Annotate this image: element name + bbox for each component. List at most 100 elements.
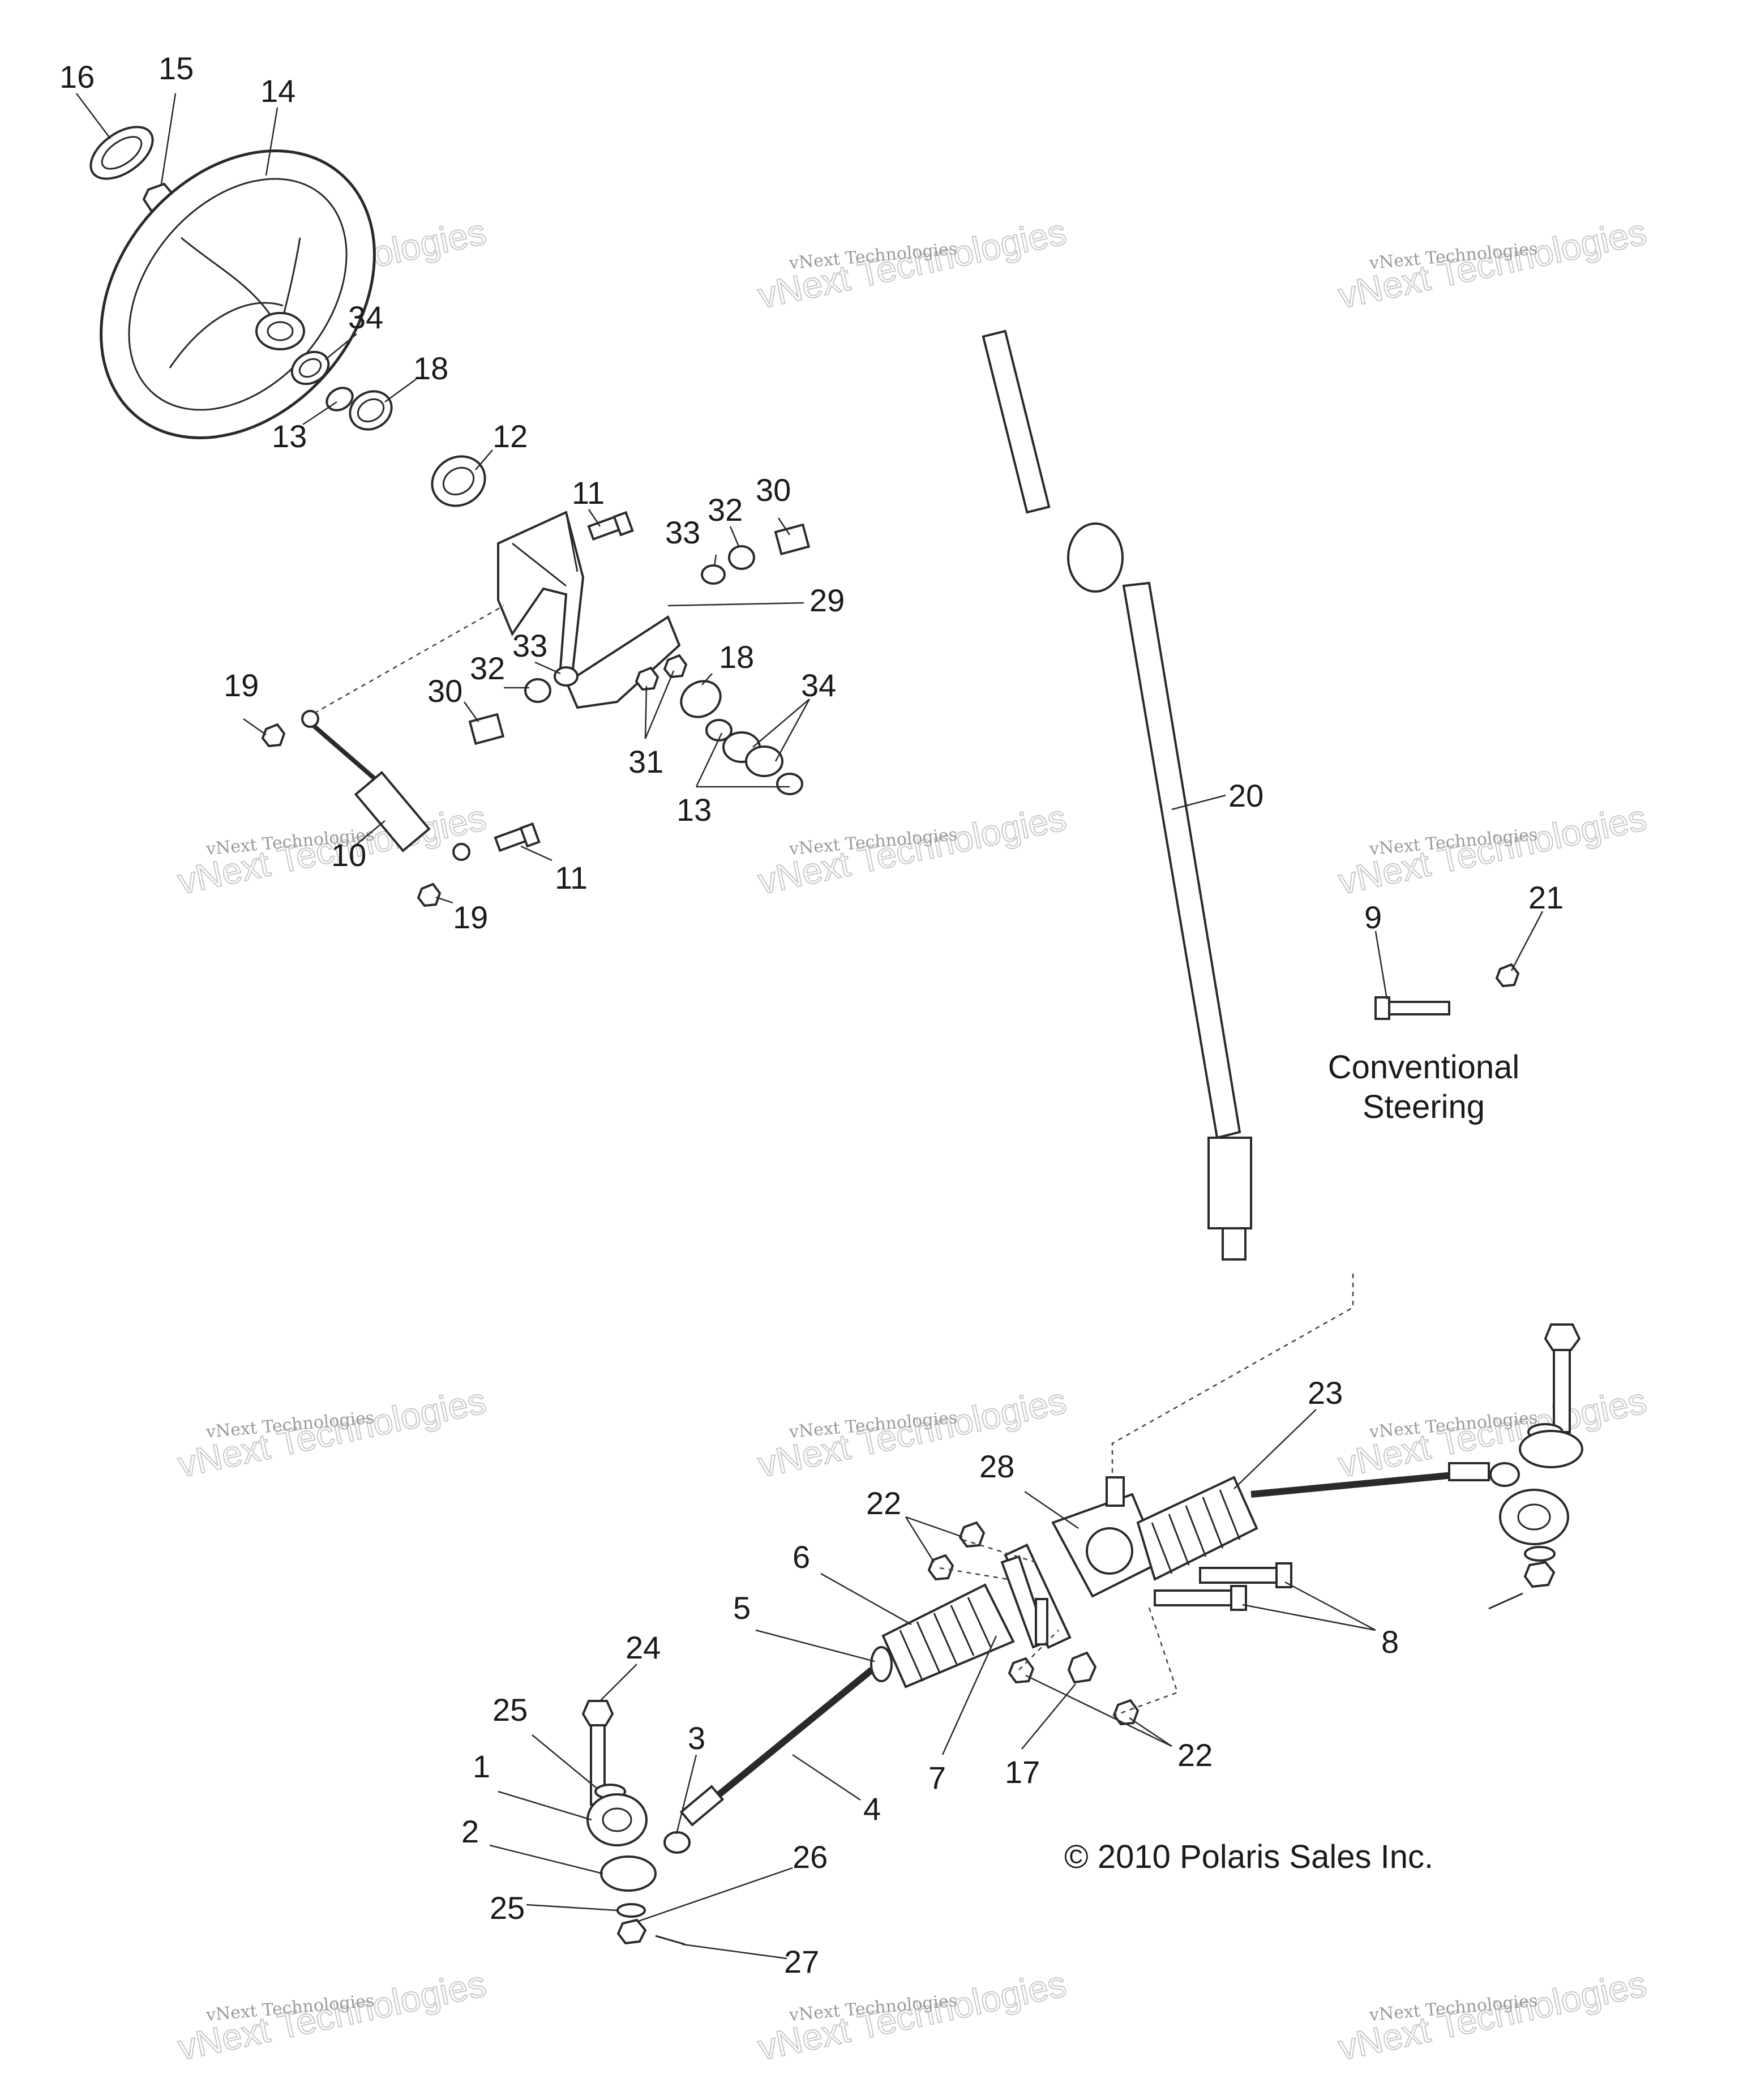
part-nut (1495, 963, 1520, 988)
part-tie-rod (1250, 1462, 1490, 1498)
part-cotter-pin (655, 1935, 686, 1945)
watermark: vNext Technologies vNext Technologies (174, 1379, 490, 1486)
callout-25: 25 (490, 1890, 525, 1926)
part-boot-clamp (870, 1646, 893, 1682)
callout-7: 7 (928, 1760, 946, 1795)
part-cotter-pin (1488, 1592, 1523, 1610)
part-bearing (431, 455, 486, 507)
part-bolt (1544, 1323, 1581, 1433)
callout-labels: 16 15 14 34 18 13 12 11 33 32 30 29 33 3… (59, 50, 1564, 1979)
part-drawings (89, 126, 1583, 1945)
part-gas-strut (301, 710, 470, 861)
part-tie-rod-end (1499, 1430, 1583, 1545)
callout-25: 25 (492, 1692, 528, 1728)
part-nut (1112, 1699, 1140, 1726)
part-washer (745, 745, 783, 777)
callout-14: 14 (260, 73, 295, 109)
callout-20: 20 (1228, 778, 1263, 813)
callout-26: 26 (793, 1839, 828, 1875)
callout-18: 18 (413, 350, 448, 386)
part-tie-rod (679, 1667, 874, 1827)
part-washer (701, 564, 726, 585)
part-nut (261, 723, 286, 748)
watermark: vNext Technologies vNext Technologies (754, 796, 1070, 903)
callout-4: 4 (863, 1791, 881, 1827)
callout-27: 27 (784, 1944, 819, 1979)
part-nut (927, 1554, 954, 1581)
assembly-leader (939, 1538, 1179, 1716)
callout-10: 10 (331, 837, 366, 873)
callout-1: 1 (473, 1748, 490, 1784)
callout-34: 34 (801, 667, 836, 703)
part-tie-rod-end (586, 1793, 657, 1892)
callout-29: 29 (809, 582, 845, 618)
part-bolt (1067, 1651, 1097, 1684)
part-nut (417, 882, 442, 907)
part-washer (1524, 1546, 1556, 1562)
callout-32: 32 (470, 650, 505, 686)
callout-13: 13 (676, 792, 712, 828)
callout-2: 2 (461, 1814, 479, 1849)
callout-22: 22 (866, 1485, 901, 1521)
part-mounting-bracket (1000, 1555, 1049, 1649)
watermarks: vNext Technologies vNext Technologies vN… (174, 211, 1651, 2069)
callout-11: 11 (555, 860, 588, 895)
part-steering-shaft (982, 329, 1252, 1261)
part-nut (1008, 1657, 1035, 1684)
leader-lines (76, 93, 1544, 1960)
callout-16: 16 (59, 59, 95, 95)
part-nut (1523, 1561, 1556, 1588)
callout-15: 15 (159, 50, 194, 86)
callout-13: 13 (272, 418, 307, 454)
part-nut (663, 1831, 691, 1854)
callout-6: 6 (793, 1539, 810, 1575)
part-bushing (680, 680, 722, 718)
callout-31: 31 (628, 744, 663, 779)
watermark: vNext Technologies vNext Technologies (174, 1962, 490, 2069)
part-nut (635, 666, 659, 691)
part-bushing (349, 390, 393, 431)
part-steering-bracket (497, 511, 681, 709)
part-rack-boot (1136, 1476, 1258, 1581)
callout-28: 28 (979, 1448, 1014, 1484)
part-washer (776, 773, 803, 795)
callout-5: 5 (733, 1590, 751, 1626)
part-bolt (774, 523, 811, 556)
watermark: vNext Technologies vNext Technologies (754, 211, 1070, 317)
callout-33: 33 (512, 628, 547, 663)
inset-caption-line-2: Steering (1363, 1088, 1485, 1125)
part-nut (1489, 1462, 1520, 1487)
part-bolt (1199, 1562, 1292, 1588)
callout-3: 3 (688, 1720, 705, 1756)
callout-17: 17 (1005, 1754, 1040, 1790)
callout-30: 30 (756, 472, 791, 508)
callout-32: 32 (708, 492, 743, 528)
copyright-notice: © 2010 Polaris Sales Inc. (1064, 1838, 1433, 1875)
assembly-leader (1111, 1274, 1354, 1483)
part-rack-boot (881, 1583, 1015, 1688)
part-washer (554, 666, 579, 687)
callout-18: 18 (719, 639, 754, 675)
part-bushing (728, 545, 755, 570)
part-bolt (494, 822, 541, 852)
watermark: vNext Technologies vNext Technologies (1334, 211, 1651, 317)
callout-11: 11 (572, 475, 605, 511)
callout-22: 22 (1177, 1737, 1213, 1773)
watermark: vNext Technologies vNext Technologies (1334, 1962, 1651, 2069)
callout-24: 24 (626, 1630, 661, 1665)
watermark: vNext Technologies vNext Technologies (754, 1379, 1070, 1486)
part-bushing (524, 678, 551, 703)
callout-34: 34 (348, 299, 383, 335)
assembly-leader (314, 605, 504, 714)
part-bolt (1154, 1585, 1247, 1611)
part-bolt (1374, 996, 1450, 1020)
callout-21: 21 (1528, 880, 1564, 915)
callout-12: 12 (492, 418, 528, 454)
callout-30: 30 (427, 673, 462, 709)
part-nut (663, 654, 688, 679)
callout-33: 33 (665, 515, 700, 550)
part-horn-cap (89, 126, 154, 180)
inset-caption-line-1: Conventional (1328, 1049, 1520, 1086)
part-nut (616, 1918, 647, 1945)
